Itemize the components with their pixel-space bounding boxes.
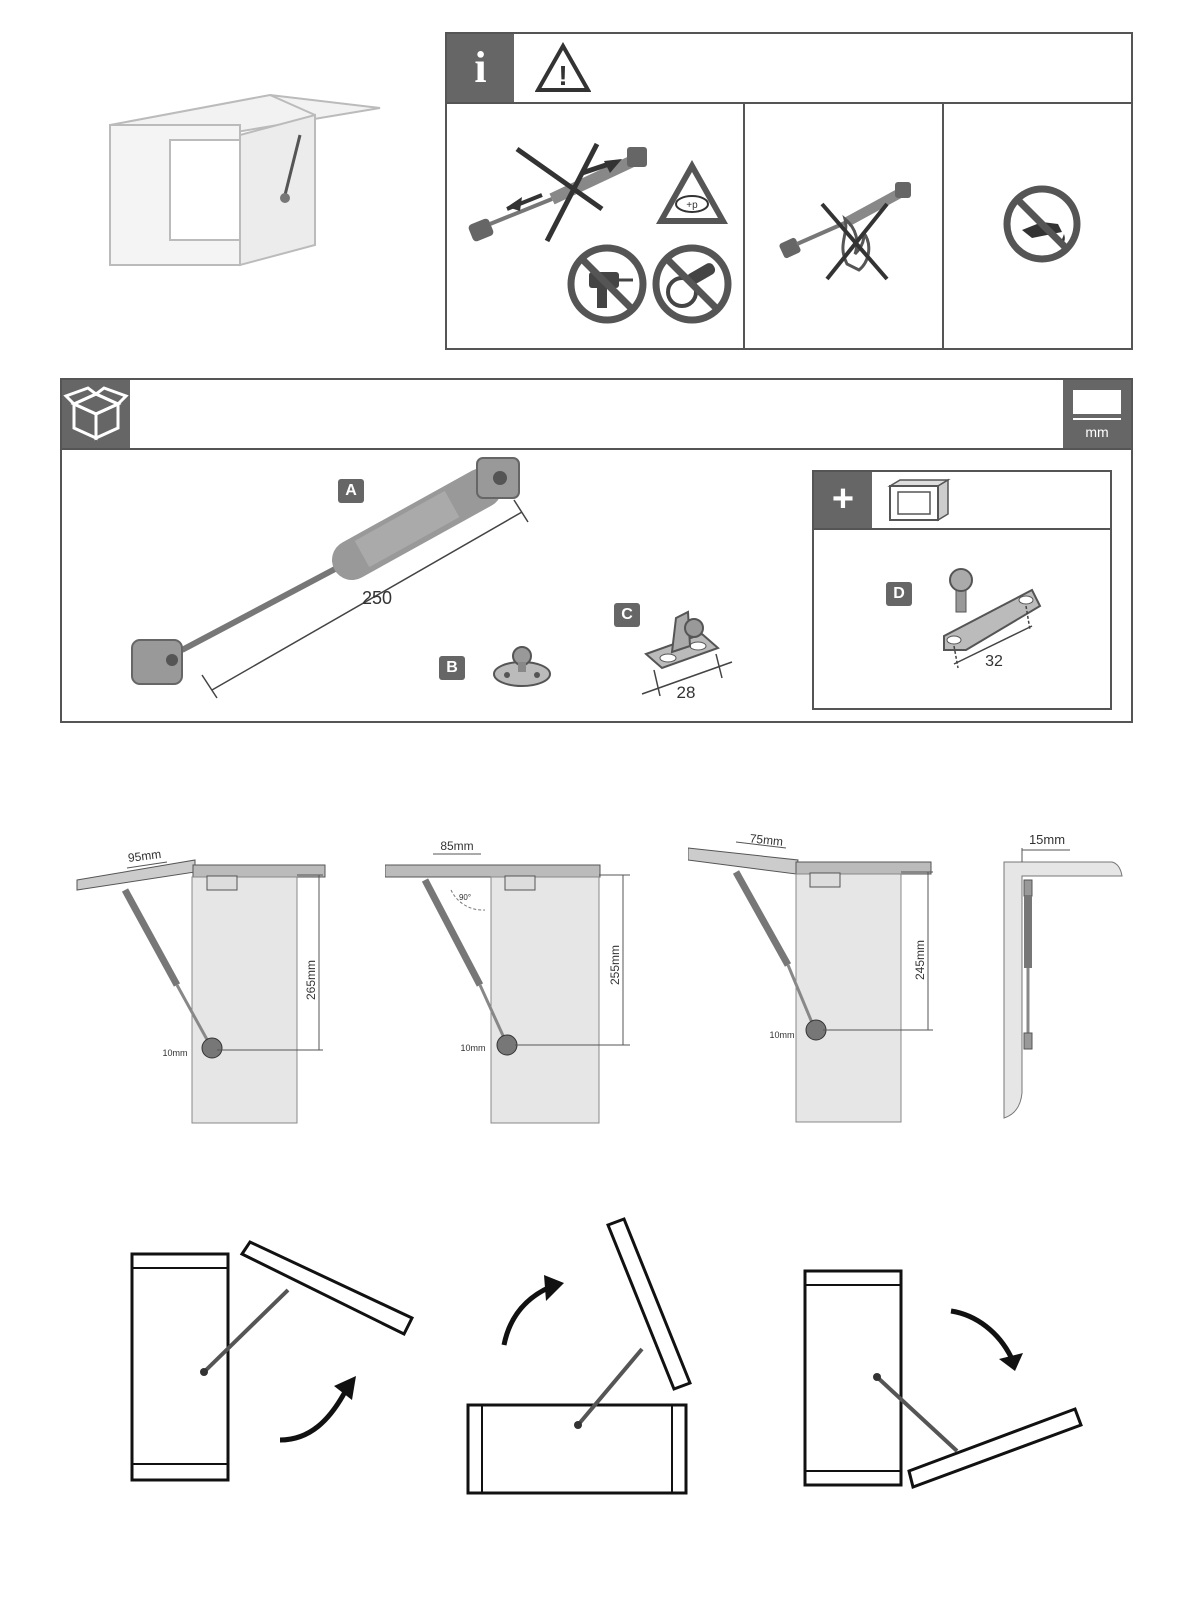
- operation-diagram-2: [460, 1215, 700, 1505]
- mount-diagram-2: 85mm 90° 255mm 10mm: [385, 840, 655, 1130]
- bracket-c-icon: 28: [632, 598, 742, 708]
- mount-2-offset: 85mm: [440, 840, 473, 853]
- dimension-c: 28: [677, 683, 696, 702]
- bracket-d-icon: 32: [914, 560, 1054, 690]
- mount-2-bottom: 10mm: [460, 1043, 485, 1053]
- mount-2-height: 255mm: [608, 945, 622, 985]
- mount-3-height: 245mm: [913, 940, 927, 980]
- dimension-d: 32: [985, 653, 1003, 670]
- mount-3-bottom: 10mm: [769, 1030, 794, 1040]
- mount-diagram-1: 95mm 265mm 10mm: [75, 840, 345, 1130]
- mount-diagram-4: 15mm: [1000, 828, 1130, 1128]
- box-icon: [62, 380, 130, 448]
- cabinet-illustration: [100, 90, 400, 270]
- mount-1-bottom: 10mm: [162, 1048, 187, 1058]
- no-grind-icon: [652, 244, 732, 324]
- dimension-a: 250: [362, 588, 392, 608]
- no-drill-icon: [567, 244, 647, 324]
- operation-diagram-3: [795, 1265, 1095, 1495]
- no-heat-icon: [777, 174, 917, 284]
- safety-info-panel: i ! +p: [445, 32, 1133, 350]
- unit-label: mm: [1085, 424, 1109, 440]
- part-c-label: C: [614, 603, 640, 627]
- no-compression-icon: [462, 129, 662, 249]
- part-d-label: D: [886, 582, 912, 606]
- bracket-b-icon: [487, 642, 557, 692]
- plus-icon: +: [814, 472, 872, 528]
- pressure-warning-icon: +p: [652, 156, 732, 228]
- warning-icon: !: [535, 42, 591, 94]
- accessory-panel: + 32 D: [812, 470, 1112, 710]
- cabinet-icon: [109, 93, 381, 267]
- contents-panel: mm 250 A B: [60, 378, 1133, 723]
- mount-4-offset: 15mm: [1029, 832, 1065, 847]
- mount-diagram-3: 75mm 245mm 10mm: [688, 830, 958, 1130]
- contents-header: [62, 380, 1131, 450]
- part-b-label: B: [439, 656, 465, 680]
- info-header: i !: [447, 34, 1131, 104]
- mount-1-height: 265mm: [304, 960, 318, 1000]
- cabinet-small-icon: [886, 478, 952, 522]
- no-oil-icon: [1002, 184, 1082, 264]
- operation-diagram-1: [120, 1240, 420, 1490]
- info-icon: i: [447, 34, 514, 102]
- svg-text:!: !: [558, 60, 567, 91]
- mount-1-offset: 95mm: [127, 847, 162, 865]
- gas-strut-icon: 250: [122, 450, 542, 710]
- part-a-label: A: [338, 479, 364, 503]
- mount-3-offset: 75mm: [749, 831, 784, 848]
- ruler-icon: mm: [1063, 380, 1131, 448]
- mount-2-angle: 90°: [459, 893, 471, 902]
- svg-text:+p: +p: [686, 200, 698, 211]
